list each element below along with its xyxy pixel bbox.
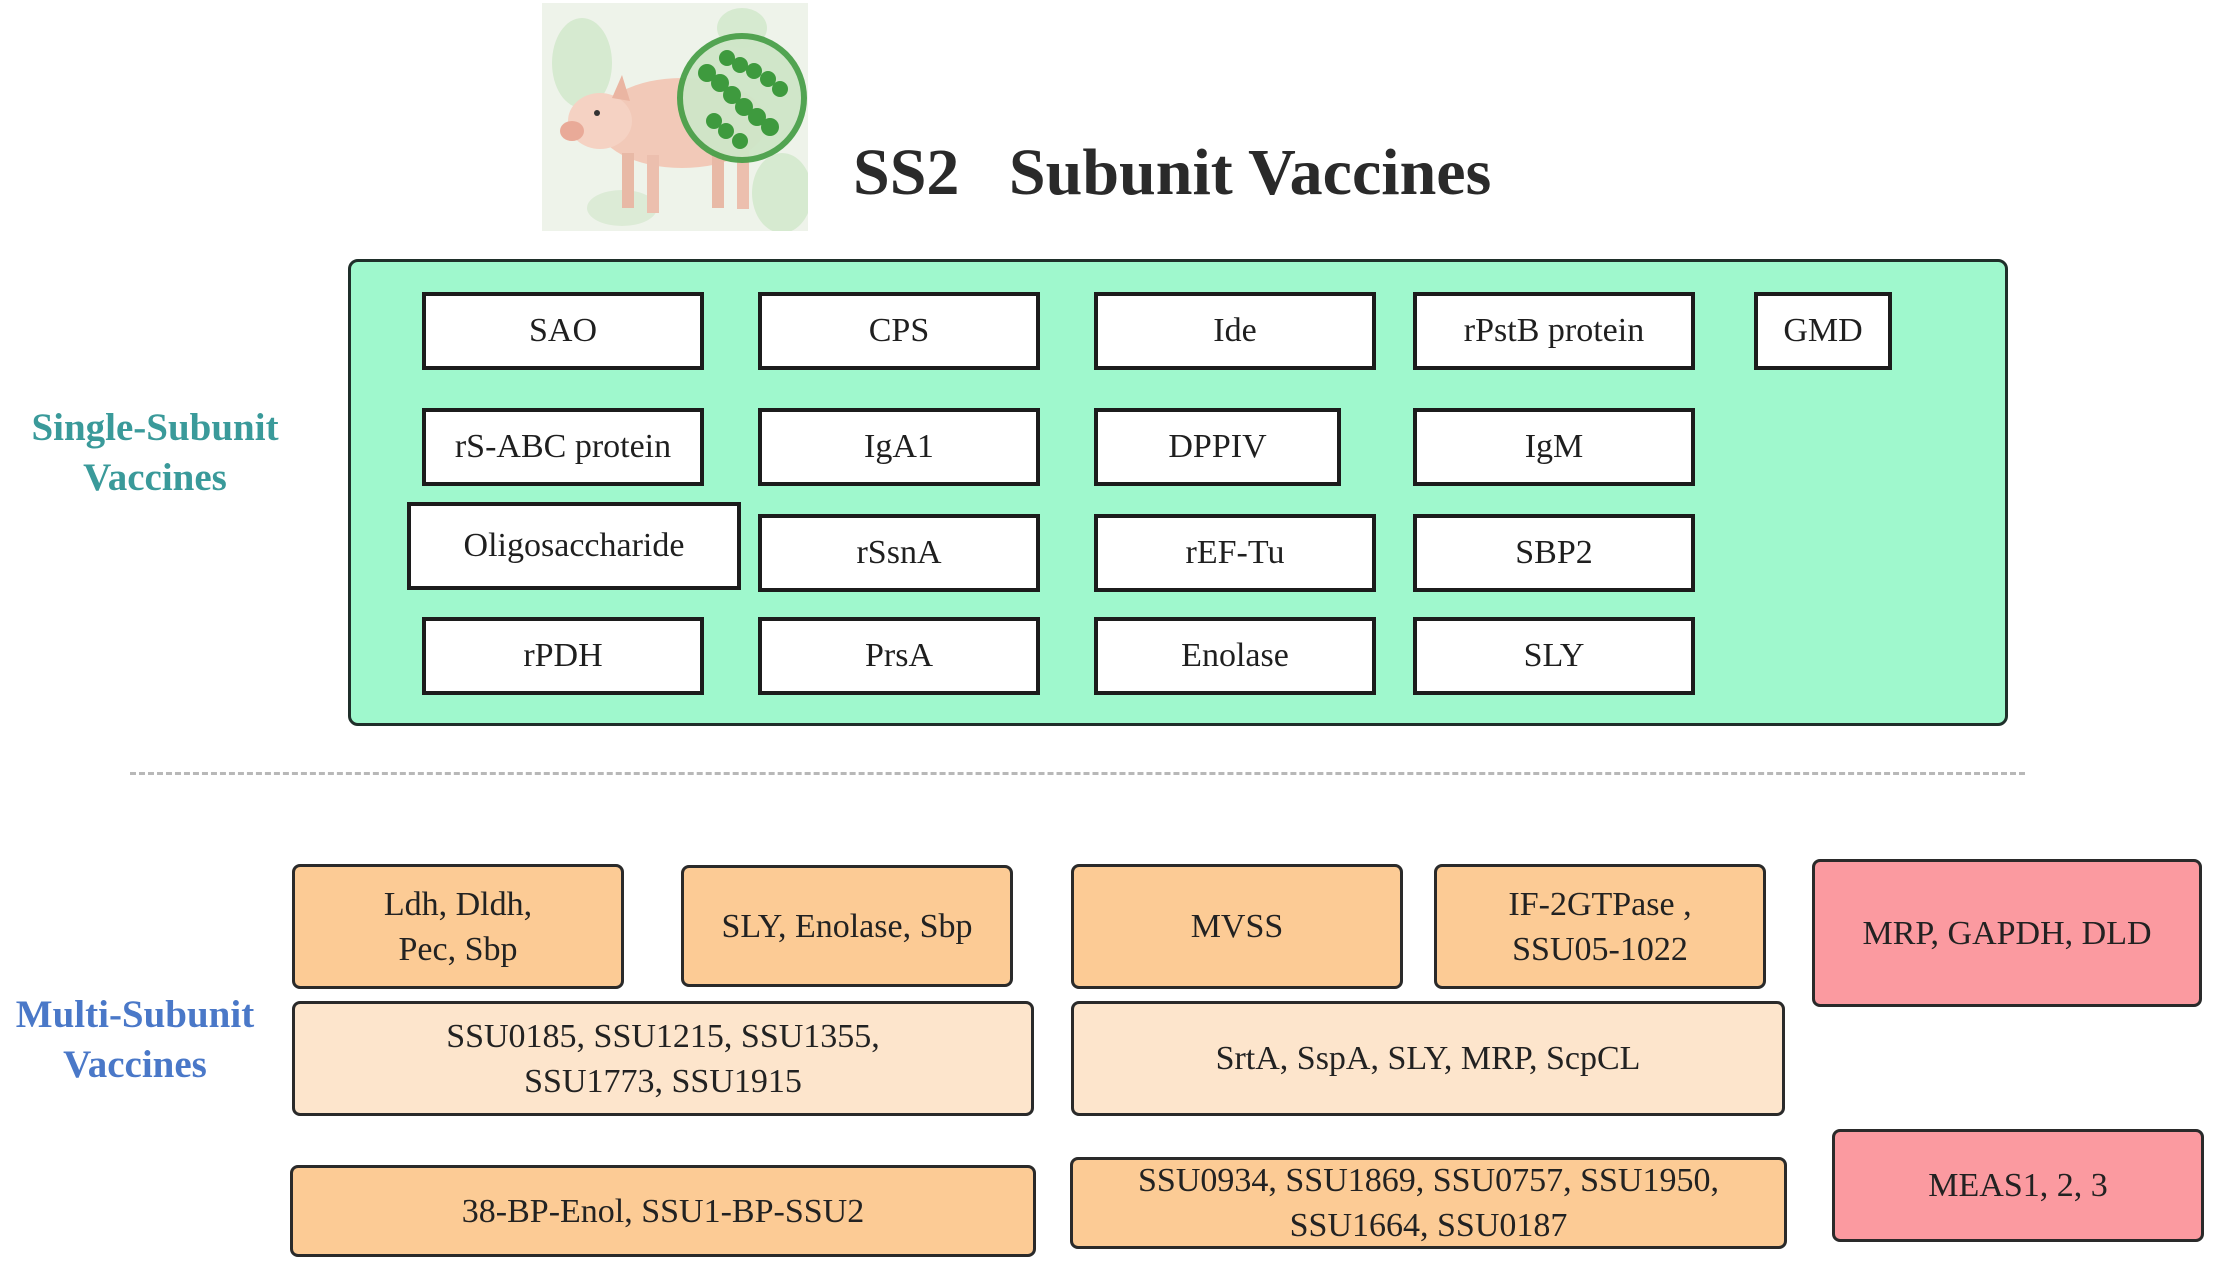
antigen-box: SBP2 (1413, 514, 1695, 592)
multi-subunit-box: MEAS1, 2, 3 (1832, 1129, 2204, 1242)
multi-label-line2: Vaccines (63, 1043, 207, 1086)
antigen-box: rPDH (422, 617, 704, 695)
antigen-box: IgA1 (758, 408, 1040, 486)
multi-subunit-box: MRP, GAPDH, DLD (1812, 859, 2202, 1007)
box-line: SrtA, SspA, SLY, MRP, ScpCL (1215, 1040, 1641, 1077)
antigen-box: Enolase (1094, 617, 1376, 695)
antigen-box: IgM (1413, 408, 1695, 486)
antigen-box: GMD (1754, 292, 1892, 370)
box-line: MVSS (1190, 908, 1284, 945)
antigen-box: SLY (1413, 617, 1695, 695)
box-line: MRP, GAPDH, DLD (1862, 914, 2152, 952)
pig-with-bacteria-icon (542, 3, 808, 231)
antigen-box: rEF-Tu (1094, 514, 1376, 592)
box-line: Ldh, Dldh, (383, 885, 533, 923)
antigen-box: rS-ABC protein (422, 408, 704, 486)
pig-bacteria-image (542, 3, 808, 231)
multi-subunit-box: MVSS (1071, 864, 1403, 989)
antigen-box: SAO (422, 292, 704, 370)
multi-subunit-box: Ldh, Dldh, Pec, Sbp (292, 864, 624, 989)
multi-subunit-label: Multi-Subunit Vaccines (0, 990, 270, 1090)
box-line: SSU05-1022 (1512, 930, 1688, 968)
box-line: IF-2GTPase , (1508, 885, 1692, 923)
multi-label-line1: Multi-Subunit (15, 993, 255, 1036)
antigen-box: DPPIV (1094, 408, 1341, 486)
multi-subunit-box: IF-2GTPase , SSU05-1022 (1434, 864, 1766, 989)
single-label-line1: Single-Subunit (31, 406, 279, 449)
multi-subunit-box: SSU0934, SSU1869, SSU0757, SSU1950, SSU1… (1070, 1157, 1787, 1249)
box-line: SSU0934, SSU1869, SSU0757, SSU1950, (1138, 1162, 1719, 1199)
box-line: 38-BP-Enol, SSU1-BP-SSU2 (461, 1192, 865, 1230)
multi-subunit-box: 38-BP-Enol, SSU1-BP-SSU2 (290, 1165, 1036, 1257)
box-line: SSU1773, SSU1915 (524, 1062, 802, 1100)
box-line: SLY, Enolase, Sbp (721, 907, 973, 945)
multi-subunit-box: SSU0185, SSU1215, SSU1355, SSU1773, SSU1… (292, 1001, 1034, 1116)
box-line: MEAS1, 2, 3 (1928, 1167, 2108, 1204)
single-subunit-label: Single-Subunit Vaccines (10, 403, 300, 503)
antigen-box: rSsnA (758, 514, 1040, 592)
antigen-box: Oligosaccharide (407, 502, 741, 590)
antigen-box: Ide (1094, 292, 1376, 370)
antigen-box: PrsA (758, 617, 1040, 695)
antigen-box: rPstB protein (1413, 292, 1695, 370)
single-label-line2: Vaccines (83, 456, 227, 499)
box-line: SSU1664, SSU0187 (1289, 1207, 1568, 1244)
page-title: SS2 Subunit Vaccines (853, 136, 1492, 209)
antigen-box: CPS (758, 292, 1040, 370)
box-line: Pec, Sbp (398, 930, 518, 968)
multi-subunit-box: SLY, Enolase, Sbp (681, 865, 1013, 987)
section-divider (130, 772, 2025, 775)
multi-subunit-box: SrtA, SspA, SLY, MRP, ScpCL (1071, 1001, 1785, 1116)
box-line: SSU0185, SSU1215, SSU1355, (446, 1017, 880, 1055)
